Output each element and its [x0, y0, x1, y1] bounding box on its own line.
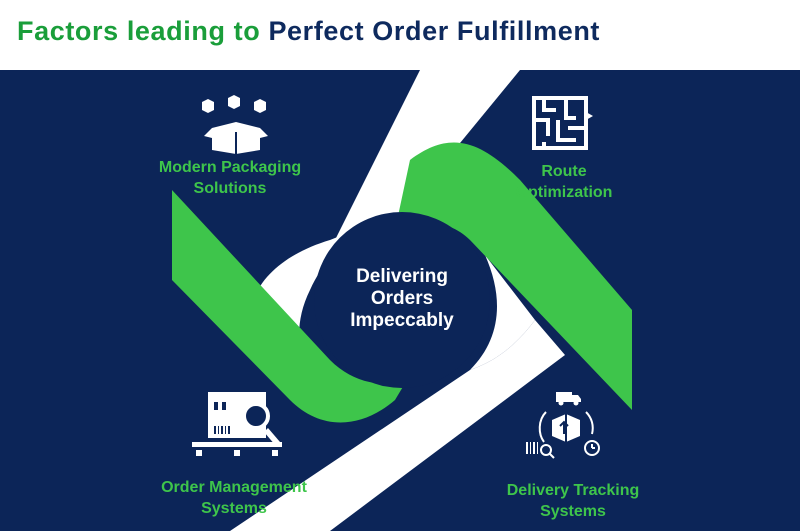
center-text-line1: Delivering: [356, 266, 448, 287]
label-modern-packaging-line1: Modern Packaging: [158, 159, 302, 176]
page-title: Factors leading to Perfect Order Fulfill…: [17, 16, 600, 47]
label-delivery-tracking-line2: Systems: [540, 503, 606, 520]
green-band-upper: [395, 142, 632, 410]
white-band-lower: [230, 320, 565, 531]
label-route-optimization: Route Optimization: [494, 161, 634, 203]
diagram-shapes: [172, 70, 632, 531]
center-text-line3: Impeccably: [350, 310, 454, 331]
center-text: Delivering Orders Impeccably: [318, 266, 486, 332]
label-order-management: Order Management Systems: [146, 477, 322, 519]
title-part-navy: Perfect Order Fulfillment: [268, 16, 601, 46]
diagram-panel: Modern Packaging Solutions Route Optimiz…: [0, 70, 800, 531]
delivery-tracking-icon: [526, 392, 600, 459]
label-route-optimization-line1: Route: [541, 163, 587, 180]
label-modern-packaging-line2: Solutions: [193, 180, 267, 197]
label-delivery-tracking-line1: Delivery Tracking: [506, 482, 640, 499]
center-circle: [314, 212, 490, 388]
title-part-green: Factors leading to: [17, 16, 261, 46]
green-band-lower: [172, 190, 410, 423]
order-inspection-icon: [192, 392, 282, 456]
packaging-boxes-icon: [202, 95, 268, 154]
label-delivery-tracking: Delivery Tracking Systems: [490, 480, 656, 522]
center-text-line2: Orders: [370, 288, 434, 309]
label-order-management-line1: Order Management: [161, 479, 307, 496]
label-modern-packaging: Modern Packaging Solutions: [146, 157, 314, 199]
label-route-optimization-line2: Optimization: [515, 184, 613, 201]
maze-route-icon: [532, 96, 593, 150]
header-bar: Factors leading to Perfect Order Fulfill…: [0, 0, 800, 70]
label-order-management-line2: Systems: [201, 500, 267, 517]
white-arc-right: [470, 255, 535, 370]
